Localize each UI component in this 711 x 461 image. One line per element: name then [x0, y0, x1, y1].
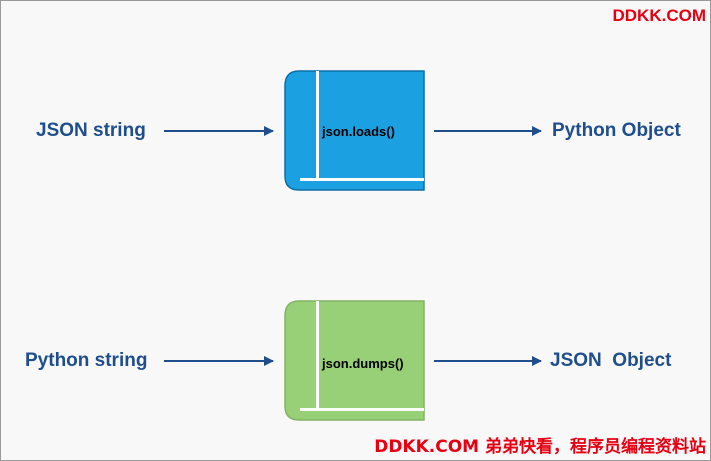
json-string-label: JSON string: [36, 120, 146, 141]
json-object-label: JSON Object: [550, 350, 672, 371]
json-dumps-function-label: json.dumps(): [322, 356, 404, 371]
python-object-label: Python Object: [552, 120, 681, 141]
watermark-top: DDKK.COM: [612, 6, 707, 25]
watermark-bottom: DDKK.COM 弟弟快看，程序员编程资料站: [374, 437, 706, 457]
json-dumps-book-icon: [284, 300, 425, 421]
python-string-label: Python string: [25, 350, 148, 371]
json-loads-book-icon: [284, 70, 425, 191]
json-loads-function-label: json.loads(): [322, 124, 395, 139]
